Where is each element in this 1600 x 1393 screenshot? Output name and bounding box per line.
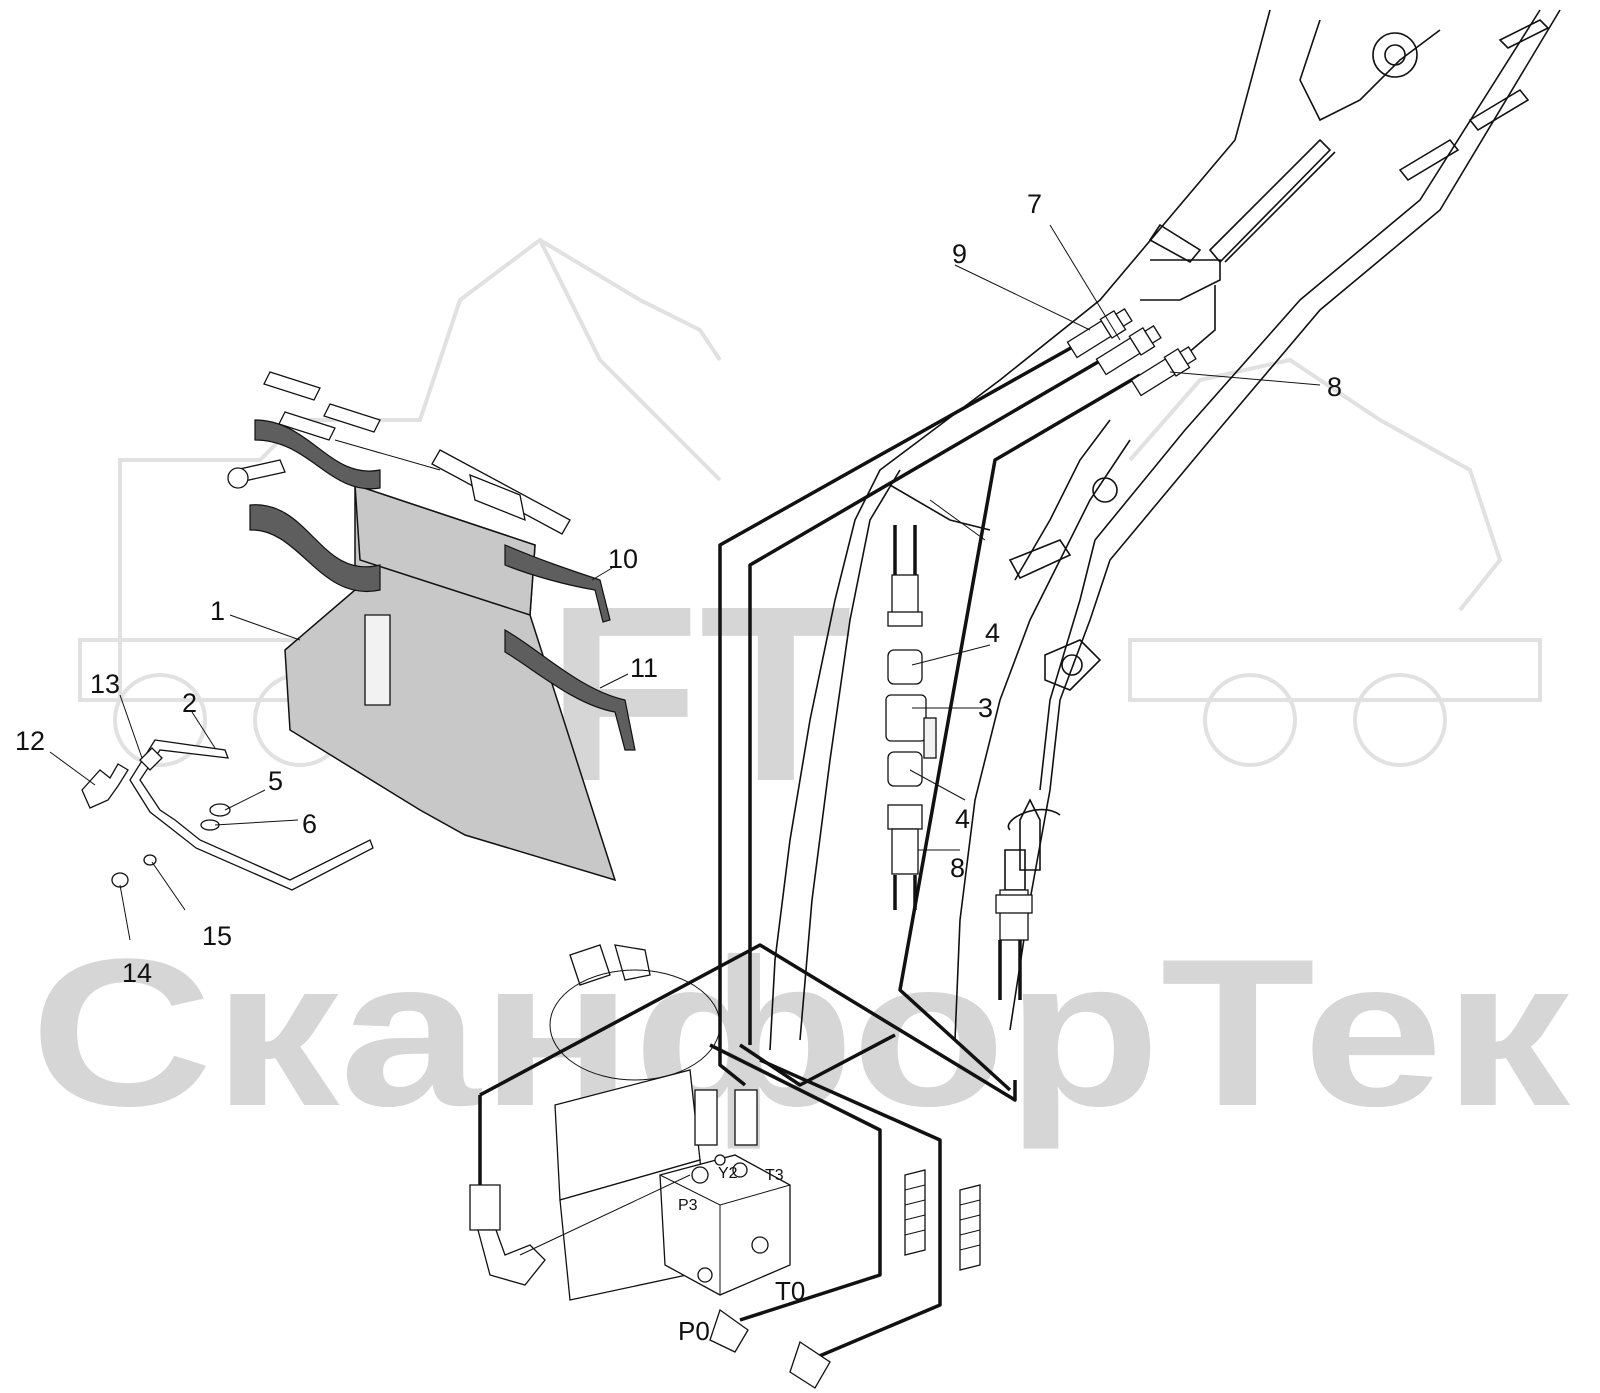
detail-ellipse xyxy=(549,969,721,1081)
strap-10 xyxy=(504,544,611,623)
callout-2: 2 xyxy=(182,688,197,718)
fitting-8-upper xyxy=(1130,346,1197,397)
loader-arm-frame xyxy=(769,9,1561,1051)
control-valve xyxy=(469,944,831,1389)
callout-8-lower: 8 xyxy=(950,853,965,883)
callout-1: 1 xyxy=(210,596,225,626)
hose-end-right-nut xyxy=(995,894,1033,914)
port-label-p0: P0 xyxy=(678,1316,710,1346)
hose-clamps xyxy=(904,1169,981,1271)
callout-10: 10 xyxy=(608,544,638,574)
ball-valve-handle xyxy=(923,717,937,759)
callout-15: 15 xyxy=(202,921,232,951)
bolt-head xyxy=(227,467,249,489)
port-t0-hole xyxy=(751,1236,769,1254)
boom-fittings xyxy=(1066,308,1197,397)
hose-elbow-p0 xyxy=(709,1308,749,1353)
port-label-y2: Y2 xyxy=(718,1165,738,1182)
callout-12: 12 xyxy=(15,726,45,756)
bracket-parts xyxy=(81,739,374,891)
hose-elbow-left xyxy=(477,1229,546,1286)
port-label-t0: T0 xyxy=(775,1276,805,1306)
clamp-13 xyxy=(139,747,163,771)
valve-hose-end-a xyxy=(694,1089,718,1146)
tab-plate-b xyxy=(323,403,381,433)
tab-plate-a xyxy=(263,371,321,401)
shield-slot xyxy=(364,614,391,706)
adapter-4-lower xyxy=(887,751,923,787)
callout-4-upper: 4 xyxy=(985,618,1000,648)
callout-5: 5 xyxy=(268,766,283,796)
shield-plate-upper xyxy=(354,483,536,617)
strap-middle xyxy=(249,504,381,593)
screw-14 xyxy=(111,872,129,888)
shield-assembly xyxy=(227,371,636,882)
hose-end-lower xyxy=(891,828,919,875)
washer-5 xyxy=(209,803,231,817)
hose-end-upper-nut xyxy=(887,611,923,627)
callout-11: 11 xyxy=(630,653,658,683)
strap-11 xyxy=(504,628,636,751)
clip-12 xyxy=(81,763,129,809)
callout-9: 9 xyxy=(952,239,967,269)
hose-end-lower-nut xyxy=(887,804,923,830)
strap-upper xyxy=(254,419,381,490)
port-labels: Y2 T3 P3 T0 P0 xyxy=(678,1165,805,1346)
adapter-4-upper xyxy=(887,649,923,685)
hose-elbow-top-b xyxy=(614,944,651,981)
hose-routing xyxy=(478,259,1221,1362)
hose-end-left xyxy=(469,1184,501,1231)
leader-lines xyxy=(49,224,1321,941)
callout-13: 13 xyxy=(90,669,120,699)
port-label-p3: P3 xyxy=(678,1197,698,1214)
valve-hose-end-b xyxy=(734,1089,758,1146)
tab-plate-c xyxy=(278,411,336,441)
callout-14: 14 xyxy=(122,958,152,988)
inlet-block xyxy=(659,1154,791,1296)
port-y2-hole xyxy=(714,1154,726,1166)
port-p3-hole xyxy=(691,1166,709,1184)
port-label-t3: T3 xyxy=(765,1167,784,1184)
callout-4-lower: 4 xyxy=(955,804,970,834)
ball-valve-3 xyxy=(885,694,927,742)
ball-valve-assembly xyxy=(885,574,1033,941)
hinge-bracket xyxy=(469,473,526,522)
callout-6: 6 xyxy=(302,809,317,839)
washer-15 xyxy=(143,854,157,866)
callout-7: 7 xyxy=(1027,189,1042,219)
port-p0-hole xyxy=(697,1267,713,1283)
port-t3-hole xyxy=(732,1162,748,1178)
clamp-stack-b xyxy=(959,1184,981,1271)
callout-3: 3 xyxy=(978,693,993,723)
fitting-7 xyxy=(1095,325,1162,376)
hose-elbow-t0 xyxy=(789,1340,831,1389)
clamp-stack-a xyxy=(904,1169,926,1256)
callout-labels: 1 2 3 4 4 5 6 7 8 8 9 10 11 12 13 14 15 xyxy=(15,189,1342,988)
bracket-rod-2 xyxy=(129,739,374,891)
callout-8-upper: 8 xyxy=(1327,372,1342,402)
